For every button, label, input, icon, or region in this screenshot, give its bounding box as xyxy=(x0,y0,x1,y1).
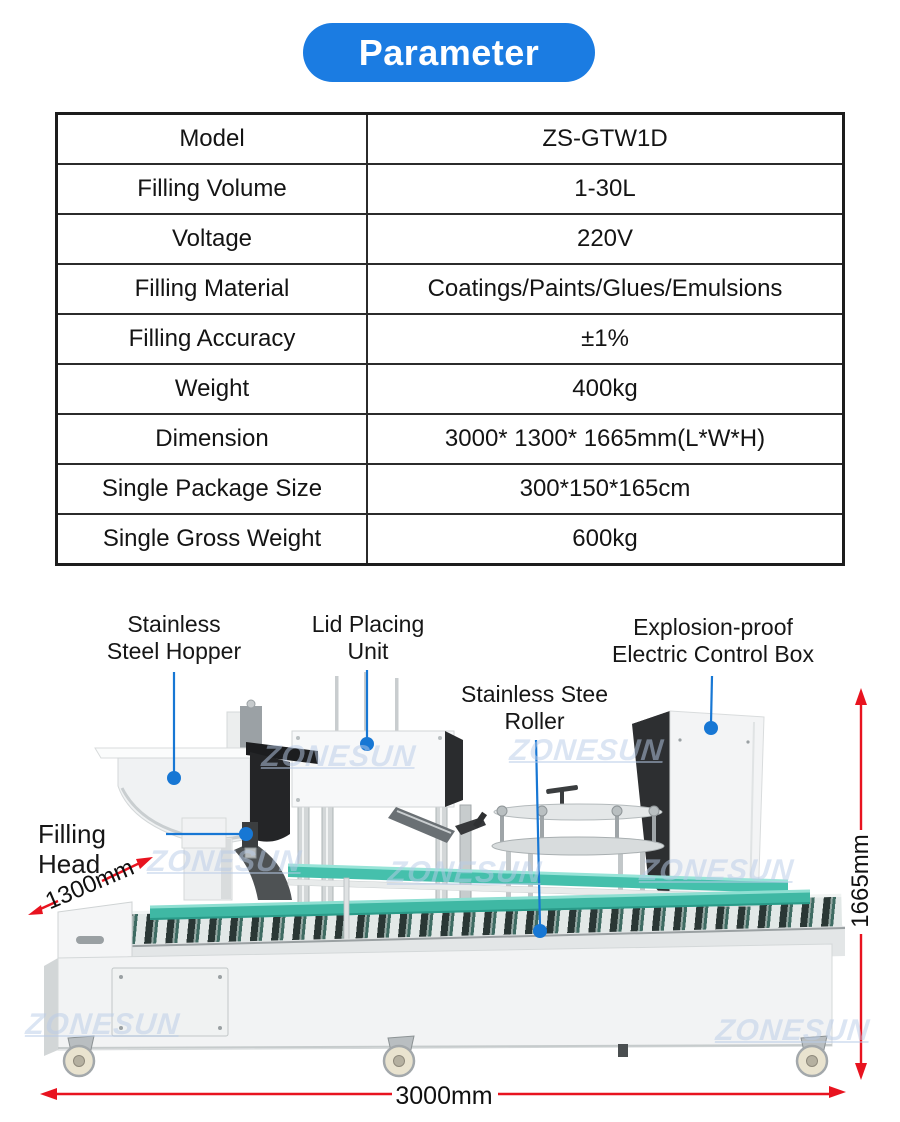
spec-value: 220V xyxy=(366,213,845,265)
spec-value: 1-30L xyxy=(366,163,845,215)
dimension-1665mm: 1665mm xyxy=(847,834,874,928)
spec-label: Dimension xyxy=(55,413,368,465)
machine-base xyxy=(44,901,846,1057)
dimension-3000mm: 3000mm xyxy=(395,1082,493,1110)
spec-value: 300*150*165cm xyxy=(366,463,845,515)
lid-feeder-platform xyxy=(491,785,665,903)
label-stainless-steel-roller: Stainless Stee Roller xyxy=(460,681,609,734)
spec-label: Filling Accuracy xyxy=(55,313,368,365)
leader-lines xyxy=(166,670,718,938)
label-explosion-proof-control-box: Explosion-proof Electric Control Box xyxy=(612,614,814,667)
spec-value: 600kg xyxy=(366,513,845,566)
dimension-arrows xyxy=(28,688,867,1100)
spec-label: Filling Material xyxy=(55,263,368,315)
caster-wheels xyxy=(62,1035,829,1078)
spec-label: Model xyxy=(55,112,368,165)
spec-label: Single Package Size xyxy=(55,463,368,515)
spec-value: 400kg xyxy=(366,363,845,415)
filling-head-assembly xyxy=(181,817,292,901)
label-lid-placing-unit: Lid Placing Unit xyxy=(311,611,425,664)
label-stainless-steel-hopper: Stainless Steel Hopper xyxy=(106,611,242,664)
lid-placing-unit xyxy=(291,730,488,909)
parameter-header-label: Parameter xyxy=(358,31,540,73)
label-filling-head: Filling Head xyxy=(38,819,106,879)
lid-unit-rods xyxy=(335,672,399,733)
parameter-header: Parameter xyxy=(303,23,595,82)
spec-label: Filling Volume xyxy=(55,163,368,215)
spec-label: Voltage xyxy=(55,213,368,265)
table-row: Filling Accuracy±1% xyxy=(55,313,845,365)
spec-value: ±1% xyxy=(366,313,845,365)
spec-value: 3000* 1300* 1665mm(L*W*H) xyxy=(366,413,845,465)
spec-value: ZS-GTW1D xyxy=(366,112,845,165)
spec-value: Coatings/Paints/Glues/Emulsions xyxy=(366,263,845,315)
spec-label: Weight xyxy=(55,363,368,415)
spec-label: Single Gross Weight xyxy=(55,513,368,566)
